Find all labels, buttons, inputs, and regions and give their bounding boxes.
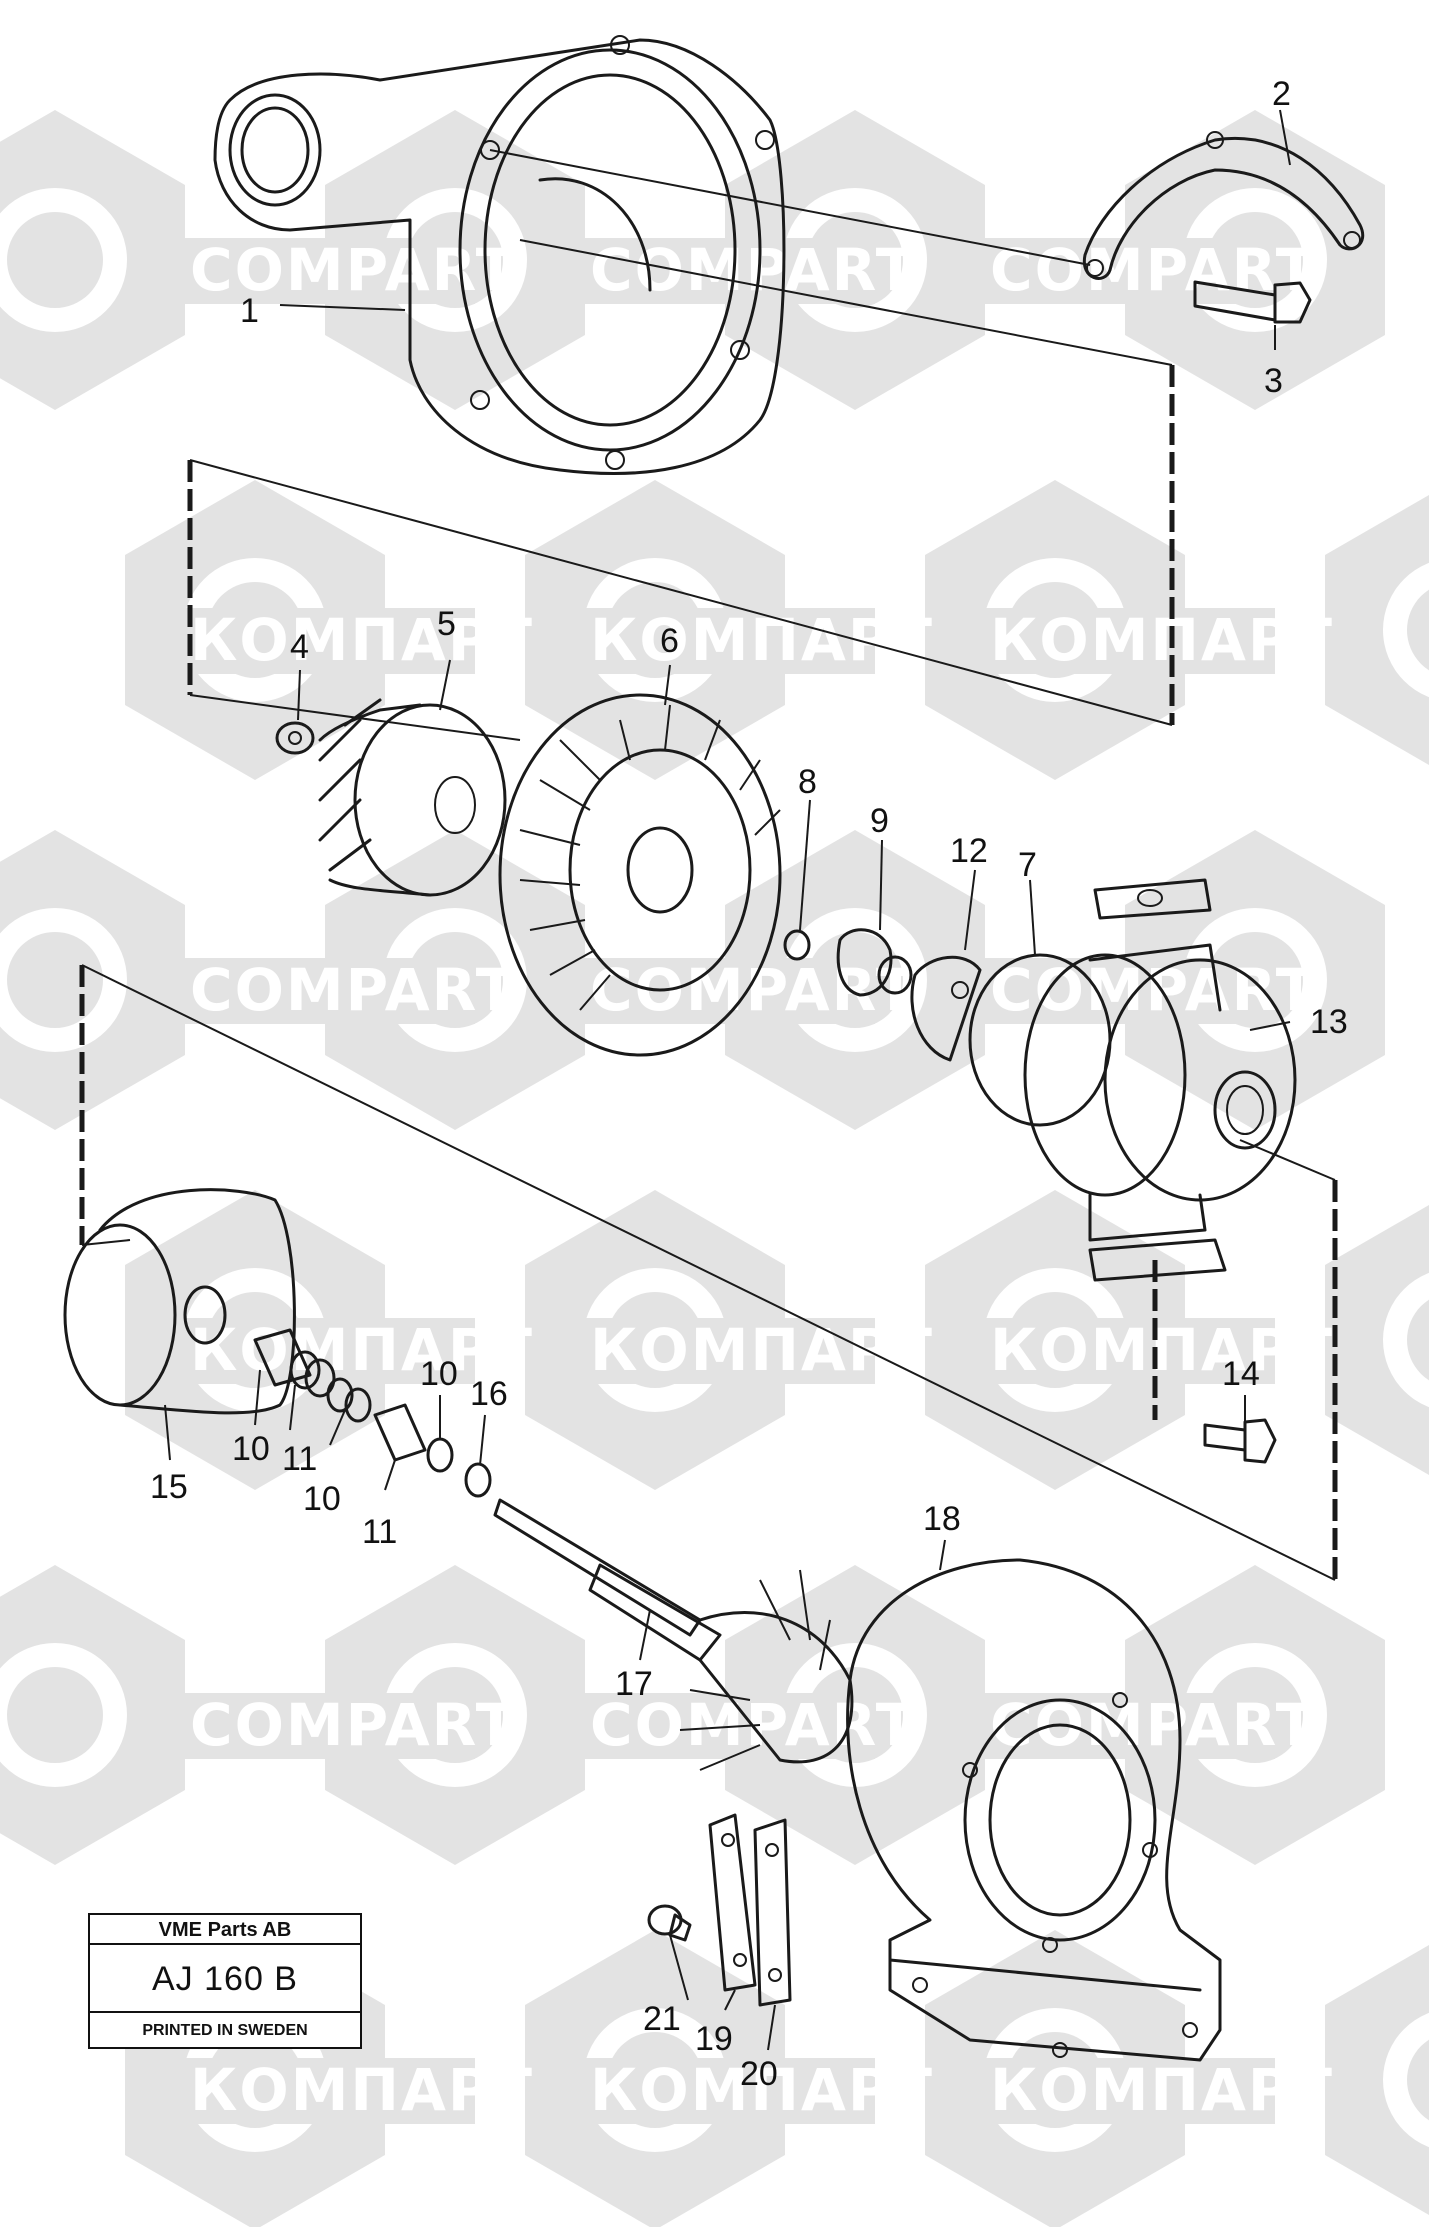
assembly-lines (79, 149, 1338, 1581)
thrust-plate-part-12 (910, 955, 982, 1062)
callout-13: 13 (1310, 1003, 1348, 1041)
callout-1: 1 (240, 292, 259, 330)
callout-10a: 10 (232, 1430, 270, 1468)
watermark-band (180, 238, 475, 304)
watermark-band (180, 958, 475, 1024)
watermark-text: КОМПАРТ (990, 606, 1334, 674)
bolt-part-3 (1193, 280, 1312, 324)
turbine-housing-part-18 (846, 1558, 1222, 2062)
title-block: VME Parts AB AJ 160 B PRINTED IN SWEDEN (88, 1913, 362, 2049)
callout-leaders (164, 109, 1291, 2051)
callout-7: 7 (1018, 846, 1037, 884)
compressor-wheel-part-5 (318, 698, 507, 897)
watermark-tile (0, 1565, 185, 1865)
bolt-part-14 (1203, 1418, 1277, 1464)
watermark-text: КОМПАРТ (990, 2056, 1334, 2124)
callout-5: 5 (437, 605, 456, 643)
seal-ring-part-8 (783, 929, 811, 961)
watermark-text: КОМПАРТ (590, 2056, 934, 2124)
callout-17: 17 (615, 1665, 653, 1703)
watermark-text: КОМПАРТ (190, 2056, 534, 2124)
watermark-band (980, 2058, 1275, 2124)
watermark-tile (0, 110, 185, 410)
watermark-tile (1325, 495, 1429, 765)
callout-18: 18 (923, 1500, 961, 1538)
heat-shield-part-15 (63, 1188, 296, 1415)
watermark-text: COMPART (990, 1691, 1317, 1759)
watermark-band (180, 1318, 475, 1384)
callout-6: 6 (660, 622, 679, 660)
callout-21: 21 (643, 2000, 681, 2038)
watermark-tile (1325, 1945, 1429, 2215)
callout-2: 2 (1272, 75, 1291, 113)
watermark-text: КОМПАРТ (590, 606, 934, 674)
watermark-band (980, 238, 1275, 304)
callout-8: 8 (798, 763, 817, 801)
watermark-band (580, 608, 875, 674)
callout-16: 16 (470, 1375, 508, 1413)
thrust-collar-part-9 (836, 928, 913, 997)
watermark-text: COMPART (590, 956, 917, 1024)
center-housing-part-13 (1023, 878, 1297, 1282)
watermark-band (980, 1693, 1275, 1759)
callout-9: 9 (870, 802, 889, 840)
title-block-drawing-number: AJ 160 B (90, 1945, 360, 2013)
callout-10c: 10 (420, 1355, 458, 1393)
watermark-band (980, 608, 1275, 674)
title-block-company: VME Parts AB (90, 1915, 360, 1945)
watermark-band (580, 958, 875, 1024)
bearing-parts-10-11-16 (253, 1328, 492, 1498)
watermark-text: COMPART (190, 1691, 517, 1759)
compressor-housing-part-1 (213, 35, 786, 475)
callout-labels: 1 2 3 4 5 6 7 8 9 12 13 14 15 10 11 10 1… (150, 75, 1348, 2093)
diffuser-plate-part-6 (498, 693, 782, 1057)
bracket-part-2 (1082, 131, 1364, 280)
callout-4: 4 (290, 628, 309, 666)
callout-12: 12 (950, 832, 988, 870)
watermark-tile (0, 830, 185, 1130)
lock-plates-parts-19-20-21 (647, 1813, 792, 2007)
watermark-band (980, 958, 1275, 1024)
watermark-text: COMPART (190, 956, 517, 1024)
watermark-text: КОМПАРТ (190, 1316, 534, 1384)
watermark-band (180, 1693, 475, 1759)
watermark-band (980, 1318, 1275, 1384)
watermark-text: КОМПАРТ (990, 1316, 1334, 1384)
callout-15: 15 (150, 1468, 188, 1506)
callout-19: 19 (695, 2020, 733, 2058)
watermark-text: COMPART (590, 236, 917, 304)
callout-3: 3 (1264, 362, 1283, 400)
callout-11b: 11 (362, 1513, 397, 1551)
watermark-band (580, 238, 875, 304)
title-block-footer: PRINTED IN SWEDEN (142, 2022, 308, 2039)
callout-11a: 11 (282, 1440, 317, 1478)
watermark-band (580, 1693, 875, 1759)
callout-20: 20 (740, 2055, 778, 2093)
callout-10b: 10 (303, 1480, 341, 1518)
callout-14: 14 (1222, 1355, 1260, 1393)
watermark-text: КОМПАРТ (190, 606, 534, 674)
watermark-text: COMPART (990, 956, 1317, 1024)
nut-part-4 (275, 721, 315, 755)
watermark-text: КОМПАРТ (590, 1316, 934, 1384)
watermark-band (580, 2058, 875, 2124)
watermark-layer: COMPART COMPART COMPART КОМПАРТ КОМПАРТ КОМПА… (0, 110, 1429, 2227)
watermark-band (180, 2058, 475, 2124)
watermark-tile (1325, 1205, 1429, 1475)
watermark-band (180, 608, 475, 674)
